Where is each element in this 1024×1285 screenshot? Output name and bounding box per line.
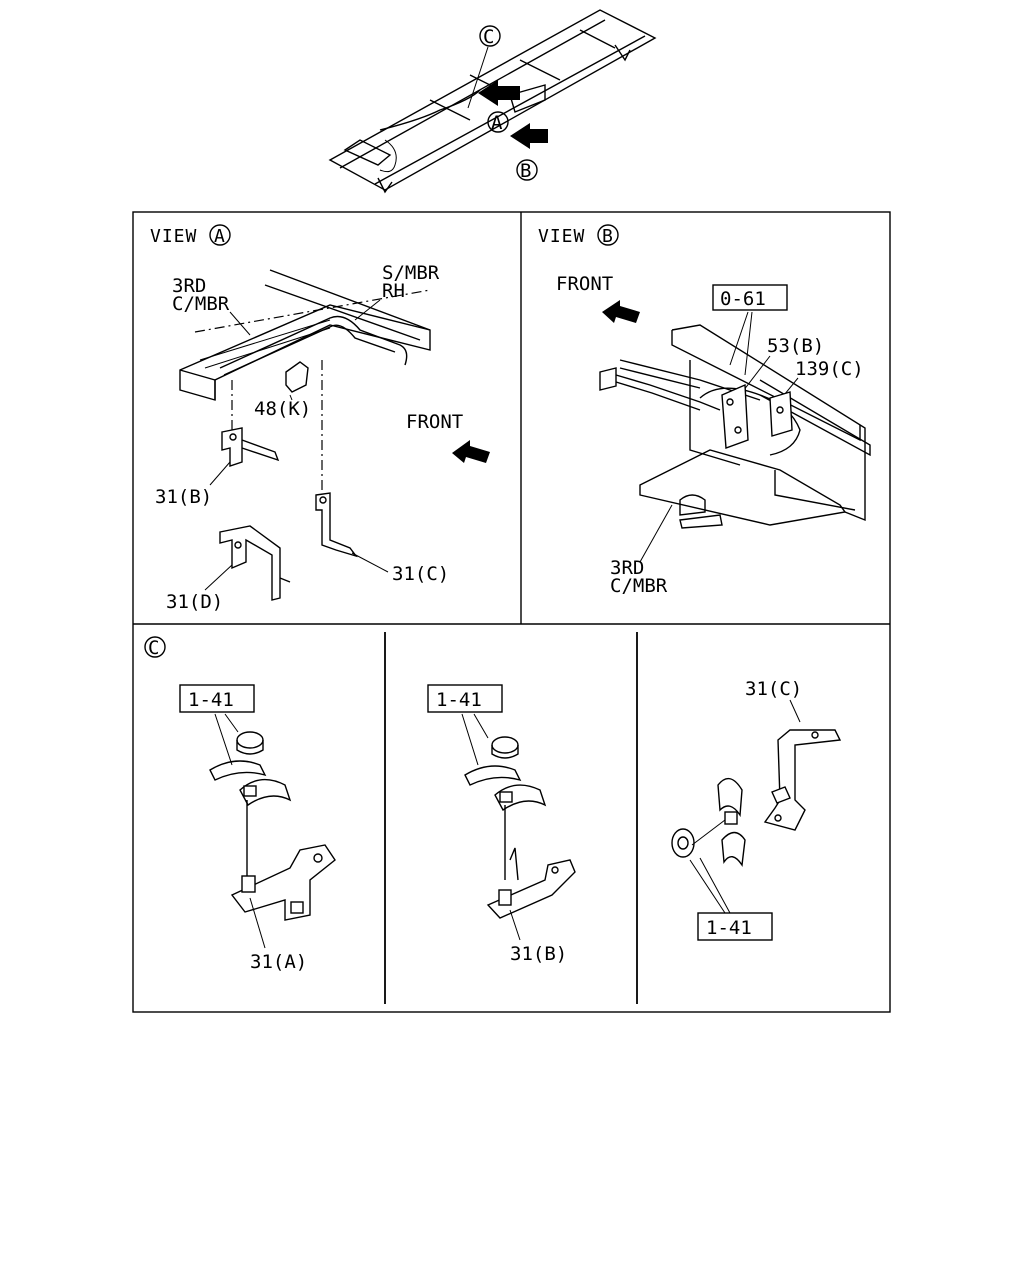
view-a-letter: A (214, 226, 226, 247)
view-b-front-label: FRONT (556, 273, 613, 295)
ref-0-61-label: 0-61 (720, 288, 766, 310)
part-31d-label: 31(D) (166, 591, 223, 613)
view-b-title: VIEW (538, 226, 585, 247)
part-31b-detail-label: 31(B) (510, 943, 567, 965)
view-b-panel: VIEW B FRONT 0-61 53(B) 139(C) (538, 224, 871, 597)
part-53b-label: 53(B) (767, 335, 824, 357)
callout-b-marker: B (516, 159, 538, 182)
view-a-panel: VIEW A 3RD C/MBR S/MBR RH 48(K) FRONT 31… (150, 224, 490, 613)
chassis-overview (328, 9, 657, 194)
part-31c-detail-label: 31(C) (745, 678, 802, 700)
callout-c-letter: C (483, 26, 494, 48)
part-31a-label: 31(A) (250, 951, 307, 973)
view-b-3rd-label: 3RD (610, 557, 644, 579)
view-a-front-arrow-icon (452, 440, 490, 463)
view-b-arrow-icon (510, 123, 548, 149)
panel-borders (132, 211, 891, 1013)
detail-c-panel: C 1-41 31(A) 1-41 (144, 636, 842, 973)
part-31c-label: 31(C) (392, 563, 449, 585)
ref-1-41-c-label: 1-41 (706, 917, 752, 939)
ref-box-1-41-a (179, 684, 255, 713)
detail-c-panel-3: 31(C) 1-41 (671, 678, 842, 941)
detail-c-panel-2: 1-41 31(B) (427, 684, 576, 965)
view-a-3rd-label: 3RD (172, 275, 206, 297)
ref-1-41-b-label: 1-41 (436, 689, 482, 711)
ref-box-1-41-c (697, 912, 773, 941)
ref-1-41-a-label: 1-41 (188, 689, 234, 711)
part-48k-label: 48(K) (254, 398, 311, 420)
view-a-rh-label: RH (382, 280, 405, 302)
ref-box-1-41-b (427, 684, 503, 713)
callout-a-marker: A (487, 111, 509, 134)
view-a-title: VIEW (150, 226, 197, 247)
view-a-smbr-label: S/MBR (382, 262, 440, 284)
view-b-cmbr-label: C/MBR (610, 575, 668, 597)
callout-a-letter: A (491, 112, 503, 134)
ref-box-0-61 (712, 284, 788, 311)
view-a-front-label: FRONT (406, 411, 463, 433)
view-a-arrow-icon (478, 80, 520, 106)
callout-b-letter: B (520, 160, 531, 182)
callout-c-marker: C (467, 25, 501, 109)
part-31b-label: 31(B) (155, 486, 212, 508)
view-a-cmbr-label: C/MBR (172, 293, 230, 315)
detail-c-letter: C (148, 637, 159, 659)
view-b-front-arrow-icon (602, 300, 640, 323)
detail-c-panel-1: 1-41 31(A) (179, 684, 336, 973)
view-b-letter: B (602, 226, 614, 247)
part-139c-label: 139(C) (795, 358, 864, 380)
